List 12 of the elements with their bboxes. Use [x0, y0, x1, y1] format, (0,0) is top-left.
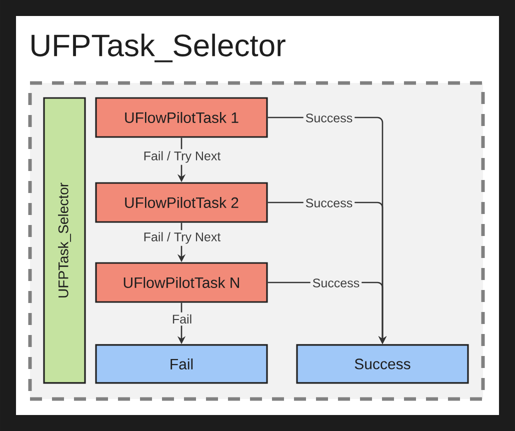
- result-box: Fail: [95, 344, 268, 384]
- selector-bar: UFPTask_Selector: [43, 97, 86, 384]
- edge-label: Fail / Try Next: [141, 149, 223, 165]
- task-box: UFlowPilotTask 1: [95, 97, 268, 138]
- task-box: UFlowPilotTask 2: [95, 182, 268, 223]
- edge-label: Success: [303, 196, 355, 210]
- edge-label: Success: [310, 276, 362, 290]
- result-box: Success: [296, 344, 469, 384]
- title: UFPTask_Selector: [32, 34, 286, 62]
- task-box: UFlowPilotTask N: [95, 262, 268, 303]
- edge-label: Fail / Try Next: [141, 230, 223, 246]
- edge-label: Success: [303, 112, 355, 124]
